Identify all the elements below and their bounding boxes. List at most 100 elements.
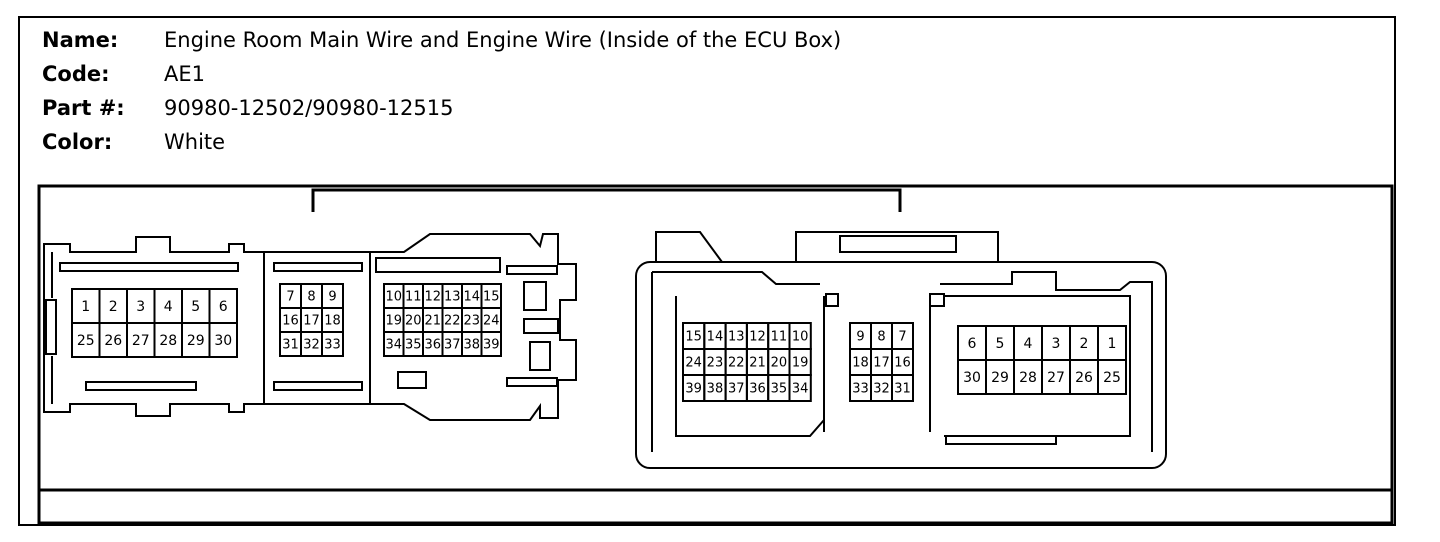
pin-cell — [891, 374, 914, 402]
pin-number: 32 — [303, 338, 320, 353]
pin-number: 16 — [282, 314, 299, 329]
right-bottom-rib — [945, 435, 1057, 445]
pin-number: 35 — [771, 382, 788, 397]
outer-frame — [18, 16, 1396, 526]
pin-number: 29 — [187, 333, 205, 349]
pin-number: 20 — [405, 314, 422, 329]
color-value: White — [164, 130, 226, 154]
pin-number: 21 — [749, 356, 766, 371]
pin-number: 36 — [749, 382, 766, 397]
right-bay-a — [675, 296, 825, 437]
right-top-slot — [839, 235, 957, 253]
pin-number: 25 — [77, 333, 95, 349]
left-top-rib-a — [59, 262, 239, 272]
pin-number: 30 — [963, 370, 981, 386]
right-post-a — [825, 293, 839, 307]
pin-number: 23 — [463, 314, 480, 329]
pin-number: 22 — [444, 314, 461, 329]
pin-number: 11 — [771, 330, 788, 345]
pin-number: 13 — [728, 330, 745, 345]
pin-number: 31 — [894, 382, 911, 397]
right-inner-outline — [651, 271, 1153, 452]
left-lock-window-c — [529, 341, 551, 371]
left-top-rib-d — [506, 265, 558, 275]
pin-number: 15 — [483, 290, 500, 305]
pin-number: 3 — [136, 299, 145, 315]
pin-number: 32 — [873, 382, 890, 397]
pin-number: 19 — [792, 356, 809, 371]
pin-number: 1 — [1108, 336, 1117, 352]
pin-number: 39 — [483, 338, 500, 353]
pin-number: 14 — [463, 290, 480, 305]
left-top-rib-c — [375, 257, 501, 273]
pin-number: 22 — [728, 356, 745, 371]
pin-number: 23 — [707, 356, 724, 371]
pin-number: 2 — [1080, 336, 1089, 352]
part-number-label: Part #: — [42, 96, 125, 120]
pin-number: 12 — [424, 290, 441, 305]
pin-number: 29 — [991, 370, 1009, 386]
pin-number: 35 — [405, 338, 422, 353]
pin-number: 4 — [1024, 336, 1033, 352]
pin-number: 20 — [771, 356, 788, 371]
pin-number: 2 — [109, 299, 118, 315]
pin-number: 37 — [728, 382, 745, 397]
pin-number: 26 — [104, 333, 122, 349]
pin-number: 6 — [968, 336, 977, 352]
right-housing-clip — [655, 231, 723, 263]
right-housing-outline — [635, 261, 1167, 469]
left-bottom-rib-a — [85, 381, 197, 391]
pin-number: 26 — [1075, 370, 1093, 386]
right-post-b — [929, 293, 945, 307]
pin-number: 8 — [307, 290, 315, 305]
left-top-rib-b — [273, 262, 363, 272]
pin-number: 27 — [1047, 370, 1065, 386]
pin-number: 11 — [405, 290, 422, 305]
diagram-box — [37, 184, 1394, 525]
pin-number: 25 — [1103, 370, 1121, 386]
pin-number: 7 — [286, 290, 294, 305]
pin-number: 4 — [164, 299, 173, 315]
pin-number: 8 — [877, 330, 885, 345]
pin-number: 18 — [324, 314, 341, 329]
pin-number: 31 — [282, 338, 299, 353]
pin-number: 30 — [214, 333, 232, 349]
pin-cell — [788, 374, 812, 402]
pin-number: 3 — [1052, 336, 1061, 352]
pin-cell — [480, 331, 502, 357]
pin-number: 28 — [1019, 370, 1037, 386]
pin-number: 7 — [898, 330, 906, 345]
pin-cell — [208, 322, 238, 358]
pin-number: 10 — [792, 330, 809, 345]
left-lock-window-b — [523, 318, 559, 334]
color-label: Color: — [42, 130, 113, 154]
left-side-latch — [45, 299, 57, 355]
left-bottom-rib-b — [273, 381, 363, 391]
pin-number: 34 — [385, 338, 402, 353]
pin-cell — [1097, 359, 1127, 395]
pin-number: 18 — [852, 356, 869, 371]
name-label: Name: — [42, 28, 119, 52]
pin-number: 17 — [303, 314, 320, 329]
right-bay-c — [944, 295, 1131, 437]
pin-cell — [321, 331, 344, 357]
pin-number: 5 — [191, 299, 200, 315]
pin-number: 9 — [856, 330, 864, 345]
pin-number: 24 — [483, 314, 500, 329]
pin-number: 15 — [685, 330, 702, 345]
left-housing-outline — [43, 233, 577, 421]
left-bottom-tab — [397, 371, 427, 389]
pin-number: 24 — [685, 356, 702, 371]
pin-number: 38 — [707, 382, 724, 397]
pin-number: 28 — [159, 333, 177, 349]
left-lock-window-a — [523, 281, 547, 311]
pin-number: 1 — [81, 299, 90, 315]
right-housing-top-bar — [795, 231, 999, 262]
